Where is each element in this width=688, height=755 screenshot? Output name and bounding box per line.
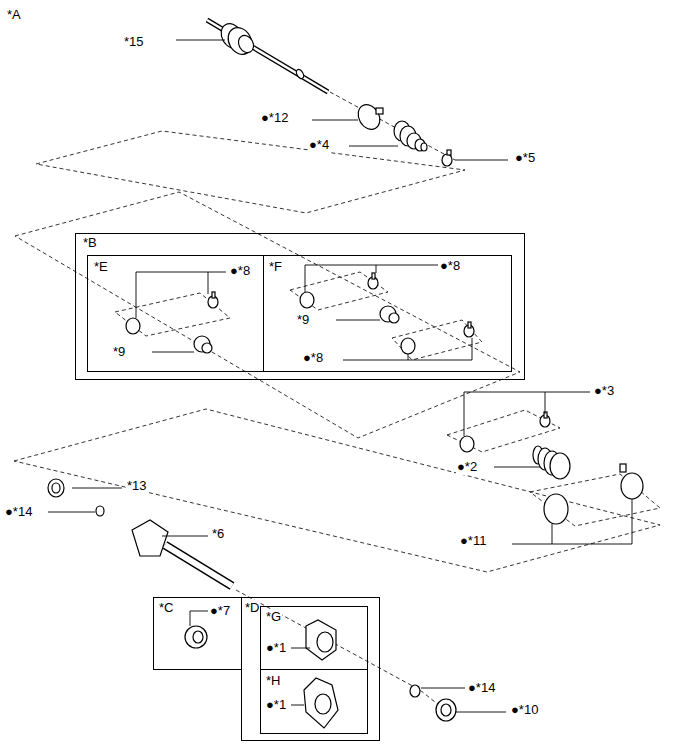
group-box: *C ●*7 bbox=[153, 597, 242, 670]
callout-number: ●*4 bbox=[308, 137, 330, 153]
group-letter: *D bbox=[244, 600, 260, 616]
callout-number: ●*10 bbox=[510, 702, 539, 718]
callout-number: ●*2 bbox=[456, 459, 478, 475]
callout-number: ●*7 bbox=[209, 603, 231, 619]
callout-number: *9 bbox=[296, 312, 310, 328]
group-letter: *C bbox=[158, 600, 174, 616]
view-letter: *A bbox=[6, 7, 22, 23]
callout-number: ●*14 bbox=[467, 680, 496, 696]
group-letter: *B bbox=[82, 235, 98, 251]
callout-number: ●*14 bbox=[4, 504, 33, 520]
callout-number: ●*11 bbox=[459, 533, 487, 549]
group-letter: *H bbox=[265, 673, 281, 689]
callout-number: ●*1 bbox=[265, 640, 287, 656]
group-box: *G ●*1 bbox=[260, 606, 368, 670]
callout-number: ●*5 bbox=[514, 150, 536, 166]
group-box: *H ●*1 bbox=[260, 669, 368, 734]
callout-number: ●*12 bbox=[260, 110, 289, 126]
callout-number: *13 bbox=[126, 478, 148, 494]
callout-number: ●*3 bbox=[593, 383, 615, 399]
group-letter: *F bbox=[268, 259, 283, 275]
group-box: *E ●*8 *9 bbox=[87, 255, 264, 372]
group-box: *D *G ●*1 *H ●*1 bbox=[241, 597, 380, 741]
group-box: *F ●*8 *9 ●*8 bbox=[263, 255, 512, 372]
group-letter: *G bbox=[265, 609, 282, 625]
callout-number: *15 bbox=[123, 34, 145, 50]
group-box: *B *E ●*8 *9 *F ●*8 *9 ●*8 bbox=[75, 233, 525, 380]
callout-number: ●*8 bbox=[439, 258, 461, 274]
group-letter: *E bbox=[93, 259, 109, 275]
callout-number: ●*1 bbox=[265, 697, 287, 713]
callout-number: *9 bbox=[112, 344, 126, 360]
callout-number: ●*8 bbox=[229, 263, 251, 279]
callout-number: *6 bbox=[211, 526, 225, 542]
callout-number: ●*8 bbox=[302, 350, 324, 366]
